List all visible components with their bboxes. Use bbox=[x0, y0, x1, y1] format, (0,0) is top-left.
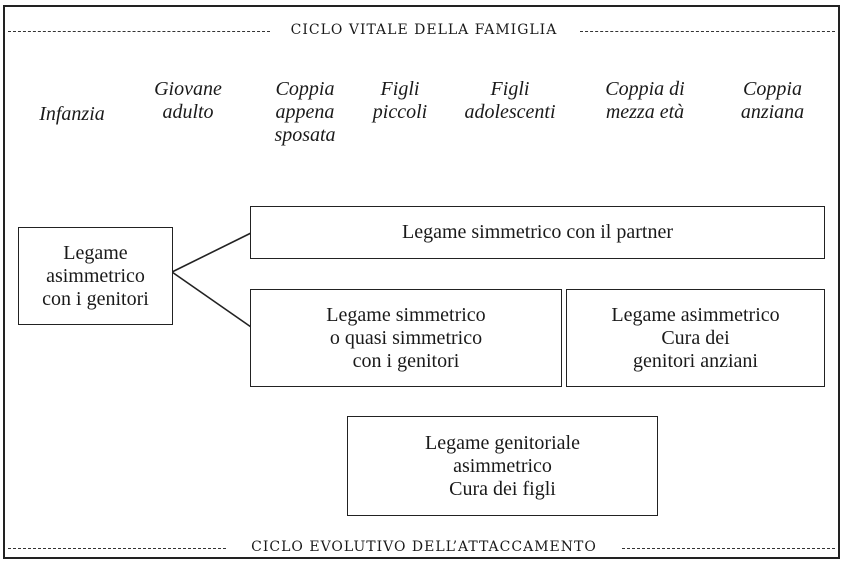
diagram-frame bbox=[3, 5, 840, 559]
connector-lower bbox=[171, 271, 252, 328]
box-legame-simmetrico-partner: Legame simmetrico con il partner bbox=[250, 206, 825, 259]
stage-coppia-anziana: Coppia anziana bbox=[740, 78, 805, 123]
box-cura-dei-figli: Legame genitoriale asimmetrico Cura dei … bbox=[347, 416, 658, 516]
footer-dash-left bbox=[8, 548, 226, 549]
stage-figli-adolescenti: Figli adolescenti bbox=[464, 78, 556, 123]
box-legame-asimmetrico-genitori: Legame asimmetrico con i genitori bbox=[18, 227, 173, 325]
footer-title: CICLO EVOLUTIVO DELL’ATTACCAMENTO bbox=[226, 539, 622, 555]
stage-coppia-appena-sposata: Coppia appena sposata bbox=[274, 78, 336, 146]
stage-figli-piccoli: Figli piccoli bbox=[372, 78, 428, 123]
stage-giovane-adulto: Giovane adulto bbox=[154, 78, 222, 123]
connector-upper bbox=[171, 232, 252, 273]
footer-dash-right bbox=[622, 548, 835, 549]
stage-infanzia: Infanzia bbox=[39, 103, 105, 125]
header-title: CICLO VITALE DELLA FAMIGLIA bbox=[270, 22, 578, 38]
box-cura-genitori-anziani: Legame asimmetrico Cura dei genitori anz… bbox=[566, 289, 825, 387]
header-dash-right bbox=[580, 31, 835, 32]
stage-coppia-mezza-eta: Coppia di mezza età bbox=[605, 78, 685, 123]
box-legame-simmetrico-genitori: Legame simmetrico o quasi simmetrico con… bbox=[250, 289, 562, 387]
header-dash-left bbox=[8, 31, 270, 32]
